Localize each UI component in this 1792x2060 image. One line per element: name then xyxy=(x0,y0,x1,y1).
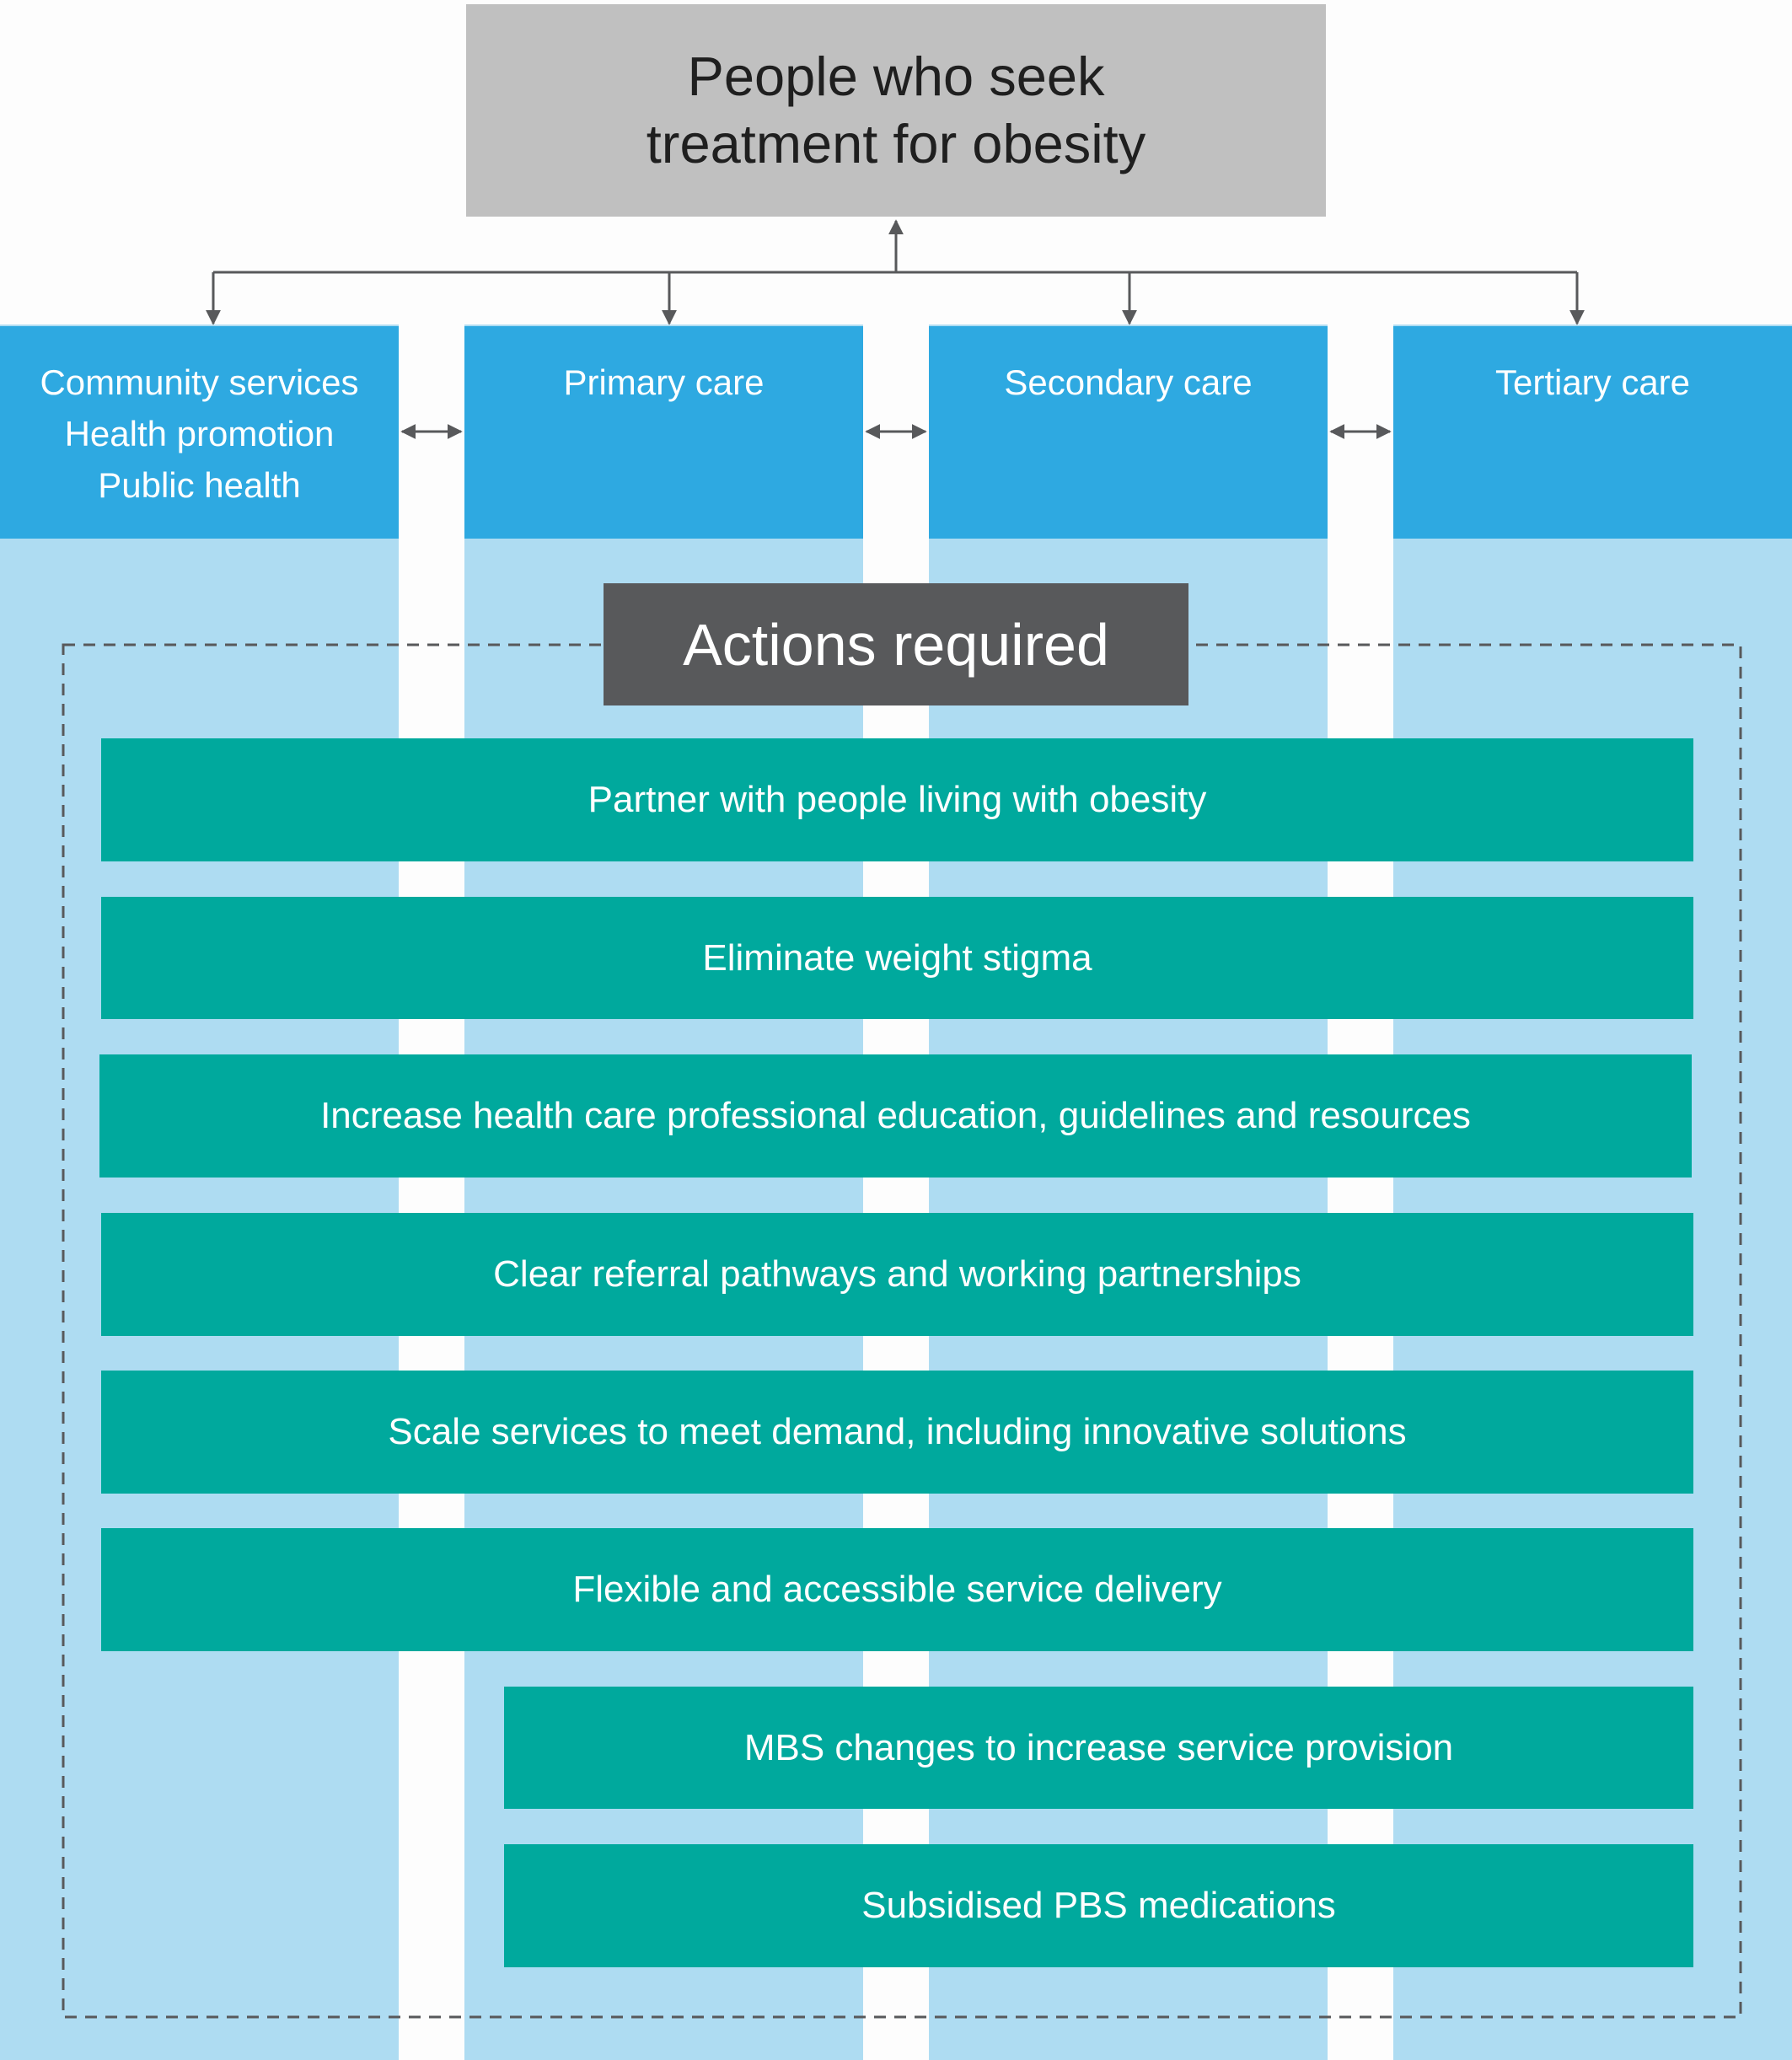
column-community-line-2: Health promotion xyxy=(64,414,335,453)
action-label: Partner with people living with obesity xyxy=(587,779,1207,820)
action-label: Eliminate weight stigma xyxy=(702,936,1092,979)
action-bar-eliminate-stigma: Eliminate weight stigma xyxy=(101,897,1693,1019)
action-bar-flexible-delivery: Flexible and accessible service delivery xyxy=(101,1528,1693,1651)
action-label: MBS changes to increase service provisio… xyxy=(743,1726,1454,1768)
column-community-line-3: Public health xyxy=(98,465,301,505)
column-community-background xyxy=(0,325,399,2060)
action-bar-mbs-changes: MBS changes to increase service provisio… xyxy=(504,1687,1693,1809)
column-primary-label: Primary care xyxy=(563,362,765,402)
actions-required-label: Actions required xyxy=(683,611,1109,678)
action-label: Subsidised PBS medications xyxy=(861,1885,1336,1926)
column-tertiary-label: Tertiary care xyxy=(1494,362,1691,402)
top-box-line-2: treatment for obesity xyxy=(646,113,1146,174)
action-label: Flexible and accessible service delivery xyxy=(572,1569,1222,1610)
actions-required-title: Actions required xyxy=(604,583,1188,705)
action-label: Increase health care professional educat… xyxy=(320,1095,1471,1136)
top-box-people-seeking-treatment: People who seek treatment for obesity xyxy=(466,4,1326,217)
column-header-community: Community services Health promotion Publ… xyxy=(0,326,399,539)
action-label: Clear referral pathways and working part… xyxy=(493,1253,1301,1295)
action-bar-partner: Partner with people living with obesity xyxy=(101,738,1693,861)
column-header-secondary: Secondary care xyxy=(929,326,1328,539)
action-bar-pbs-medications: Subsidised PBS medications xyxy=(504,1844,1693,1967)
action-bar-scale-services: Scale services to meet demand, including… xyxy=(101,1371,1693,1494)
column-header-tertiary: Tertiary care xyxy=(1393,326,1792,539)
action-bar-referral-pathways: Clear referral pathways and working part… xyxy=(101,1213,1693,1336)
column-header-primary: Primary care xyxy=(464,326,863,539)
column-community-line-1: Community services xyxy=(40,362,359,402)
action-bar-education: Increase health care professional educat… xyxy=(99,1054,1692,1178)
action-label: Scale services to meet demand, including… xyxy=(388,1411,1407,1452)
column-secondary-label: Secondary care xyxy=(1004,362,1253,402)
top-box-line-1: People who seek xyxy=(687,46,1105,107)
